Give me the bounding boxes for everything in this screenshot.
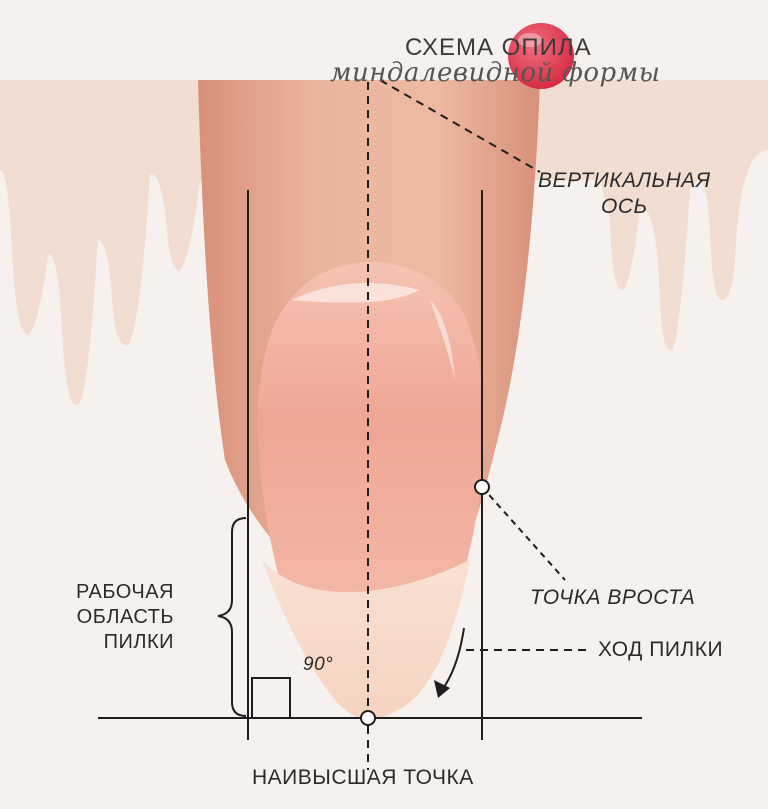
red-dot-highlight <box>518 33 542 47</box>
vertical-axis-leader <box>379 79 541 173</box>
growth-point-label: ТОЧКА ВРОСТА <box>530 586 696 609</box>
title-line-1: СХЕМА ОПИЛА <box>405 34 592 61</box>
work-area-brace <box>217 517 247 717</box>
red-dot-decoration <box>508 23 574 89</box>
file-stroke-label: ХОД ПИЛКИ <box>598 638 724 661</box>
title-line-2: миндалевидной формы <box>330 58 661 88</box>
free-edge <box>262 560 470 720</box>
growth-point-marker <box>474 479 490 495</box>
background-drips <box>0 80 768 406</box>
nail-highlight <box>292 282 420 303</box>
construction-lines <box>98 79 642 770</box>
file-stroke-arrowhead <box>434 680 450 698</box>
vertical-axis-label: ВЕРТИКАЛЬНАЯ ОСЬ <box>538 169 711 218</box>
work-area-label: РАБОЧАЯ ОБЛАСТЬ ПИЛКИ <box>76 581 174 653</box>
angle-label: 90° <box>303 654 334 675</box>
growth-point-leader <box>481 486 566 581</box>
highest-point-label: НАИВЫСШАЯ ТОЧКА <box>252 766 474 789</box>
right-angle-marker <box>251 677 291 718</box>
highest-point-marker <box>360 710 376 726</box>
